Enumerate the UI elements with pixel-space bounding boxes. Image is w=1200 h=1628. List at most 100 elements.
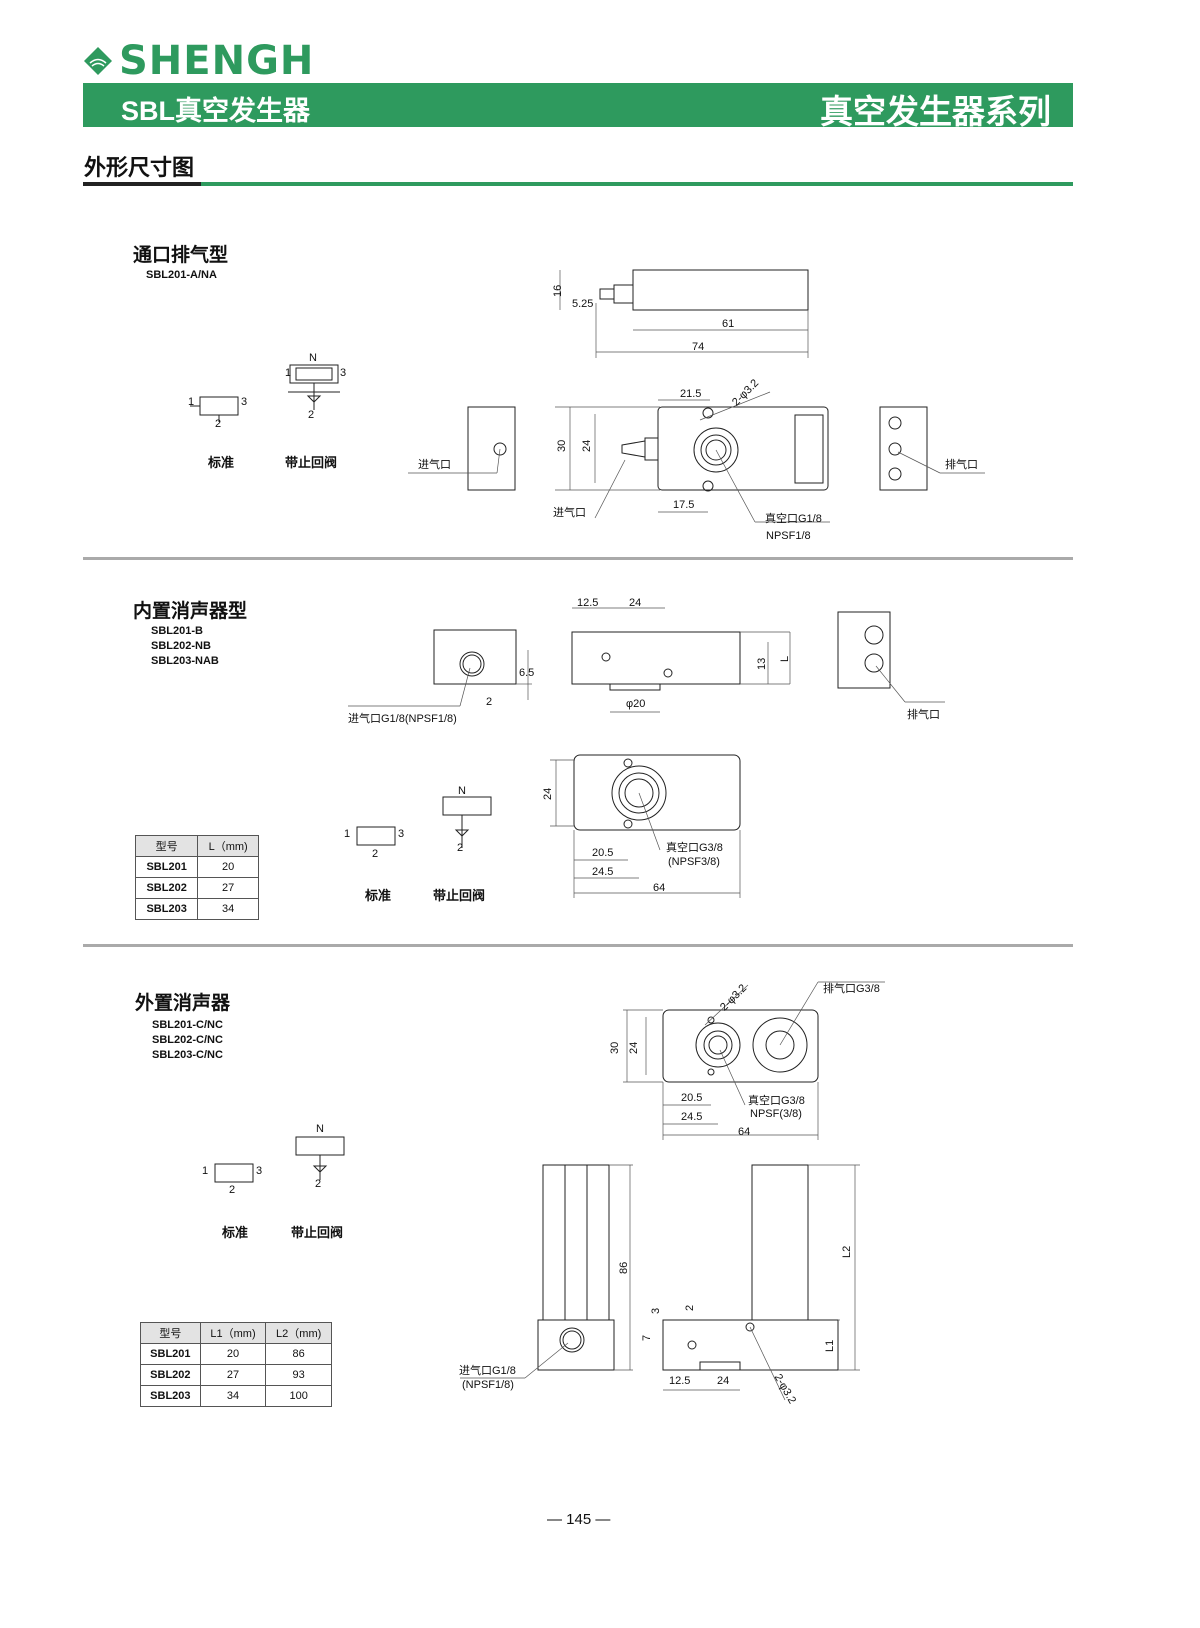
dim-label: φ20	[626, 698, 646, 710]
port-label: 3	[241, 396, 248, 408]
title-banner: SBL真空发生器 真空发生器系列	[83, 83, 1073, 130]
column-header: L2（mm)	[265, 1322, 332, 1344]
port-label: 1	[188, 396, 195, 408]
model-item: SBL203-C/NC	[152, 1049, 223, 1061]
section1-model: SBL201-A/NA	[146, 269, 217, 281]
cell: SBL202	[134, 877, 199, 899]
s3-views	[460, 981, 885, 1401]
port-label: 2	[229, 1184, 236, 1196]
dim-label: L	[779, 655, 791, 662]
dim-label: 12.5	[577, 597, 599, 609]
dim-label: 17.5	[673, 499, 695, 511]
section2-models: SBL201-B SBL202-NB SBL203-NAB	[151, 624, 219, 669]
section1-title: 通口排气型	[133, 245, 229, 266]
port-label: 2	[215, 418, 222, 430]
exhaust-callout: 排气口	[945, 459, 978, 471]
dim-label: 64	[653, 882, 666, 894]
inlet-callout: 进气口G1/8	[459, 1365, 516, 1377]
section-underline	[83, 182, 1073, 186]
section3-title: 外置消声器	[135, 993, 231, 1014]
symbol-check-valve-label: 带止回阀	[285, 455, 338, 470]
dim-label: 7	[641, 1334, 653, 1341]
page-number: — 145 —	[547, 1511, 611, 1528]
port-label: 3	[340, 367, 347, 379]
dim-label: 24.5	[681, 1111, 703, 1123]
inlet-callout: 进气口	[418, 459, 451, 471]
dim-label: 3	[650, 1307, 662, 1314]
inlet-callout: 进气口G1/8(NPSF1/8)	[348, 713, 457, 725]
port-label: 3	[398, 828, 405, 840]
cell: 100	[265, 1385, 332, 1407]
dim-label: 86	[618, 1261, 630, 1274]
port-label: 1	[344, 828, 351, 840]
column-header: 型号	[140, 1322, 201, 1344]
dim-label: L2	[841, 1245, 853, 1258]
model-item: SBL201-B	[151, 625, 203, 637]
dim-label: 20.5	[681, 1092, 703, 1104]
port-label: 2	[457, 842, 464, 854]
exhaust-callout: 排气口G3/8	[823, 983, 880, 995]
cell: SBL201	[134, 856, 199, 878]
cell: SBL203	[134, 898, 199, 920]
cell: SBL202	[140, 1364, 201, 1386]
dim-label: L1	[824, 1339, 836, 1352]
port-label: 2	[308, 409, 315, 421]
column-header: L（mm)	[197, 835, 259, 857]
symbol-standard-label: 标准	[208, 455, 235, 470]
dim-label: 24	[717, 1375, 730, 1387]
inlet-callout: 进气口	[553, 507, 586, 519]
s2-views	[348, 607, 945, 898]
vacuum-callout: 真空口G1/8	[765, 513, 822, 525]
dim-label: 5.25	[572, 298, 594, 310]
dim-label: 2	[486, 696, 493, 708]
exhaust-callout: 排气口	[907, 709, 940, 721]
inlet-callout-alt: (NPSF1/8)	[462, 1379, 514, 1391]
dim-label: 21.5	[680, 388, 702, 400]
s1-front-view	[555, 391, 830, 523]
brand-name: SHENGH	[119, 38, 315, 84]
vacuum-callout-alt: NPSF1/8	[766, 530, 811, 542]
section-heading: 外形尺寸图	[84, 155, 195, 180]
model-item: SBL202-NB	[151, 640, 211, 652]
dim-label: 24.5	[592, 866, 614, 878]
symbol-standard-label: 标准	[365, 888, 392, 903]
symbol-graphics	[190, 364, 492, 1183]
dim-label: 24	[629, 597, 642, 609]
section-underline-accent	[83, 182, 201, 186]
port-label: 3	[256, 1165, 263, 1177]
vacuum-callout-alt: (NPSF3/8)	[668, 856, 720, 868]
dim-label: 20.5	[592, 847, 614, 859]
cell: 34	[199, 1385, 267, 1407]
port-label: N	[309, 352, 317, 364]
dim-label: 24	[628, 1041, 640, 1054]
dim-label: 74	[692, 341, 705, 353]
dim-label: 24	[581, 439, 593, 452]
cell: 27	[199, 1364, 267, 1386]
cell: SBL201	[140, 1343, 201, 1365]
dim-label: 24	[542, 787, 554, 800]
cell: 20	[197, 856, 259, 878]
symbol-check-valve-label: 带止回阀	[291, 1225, 344, 1240]
cell: 86	[265, 1343, 332, 1365]
model-item: SBL203-NAB	[151, 655, 219, 667]
symbol-standard-label: 标准	[222, 1225, 249, 1240]
cell: 93	[265, 1364, 332, 1386]
port-label: 2	[372, 848, 379, 860]
dim-label: 30	[556, 439, 568, 452]
port-label: 1	[202, 1165, 209, 1177]
dim-label: 2	[684, 1304, 696, 1311]
dim-label: 30	[609, 1041, 621, 1054]
section3-models: SBL201-C/NC SBL202-C/NC SBL203-C/NC	[152, 1018, 223, 1063]
model-item: SBL201-C/NC	[152, 1019, 223, 1031]
section2-title: 内置消声器型	[133, 601, 248, 622]
cell: SBL203	[140, 1385, 201, 1407]
section-divider	[83, 944, 1073, 947]
